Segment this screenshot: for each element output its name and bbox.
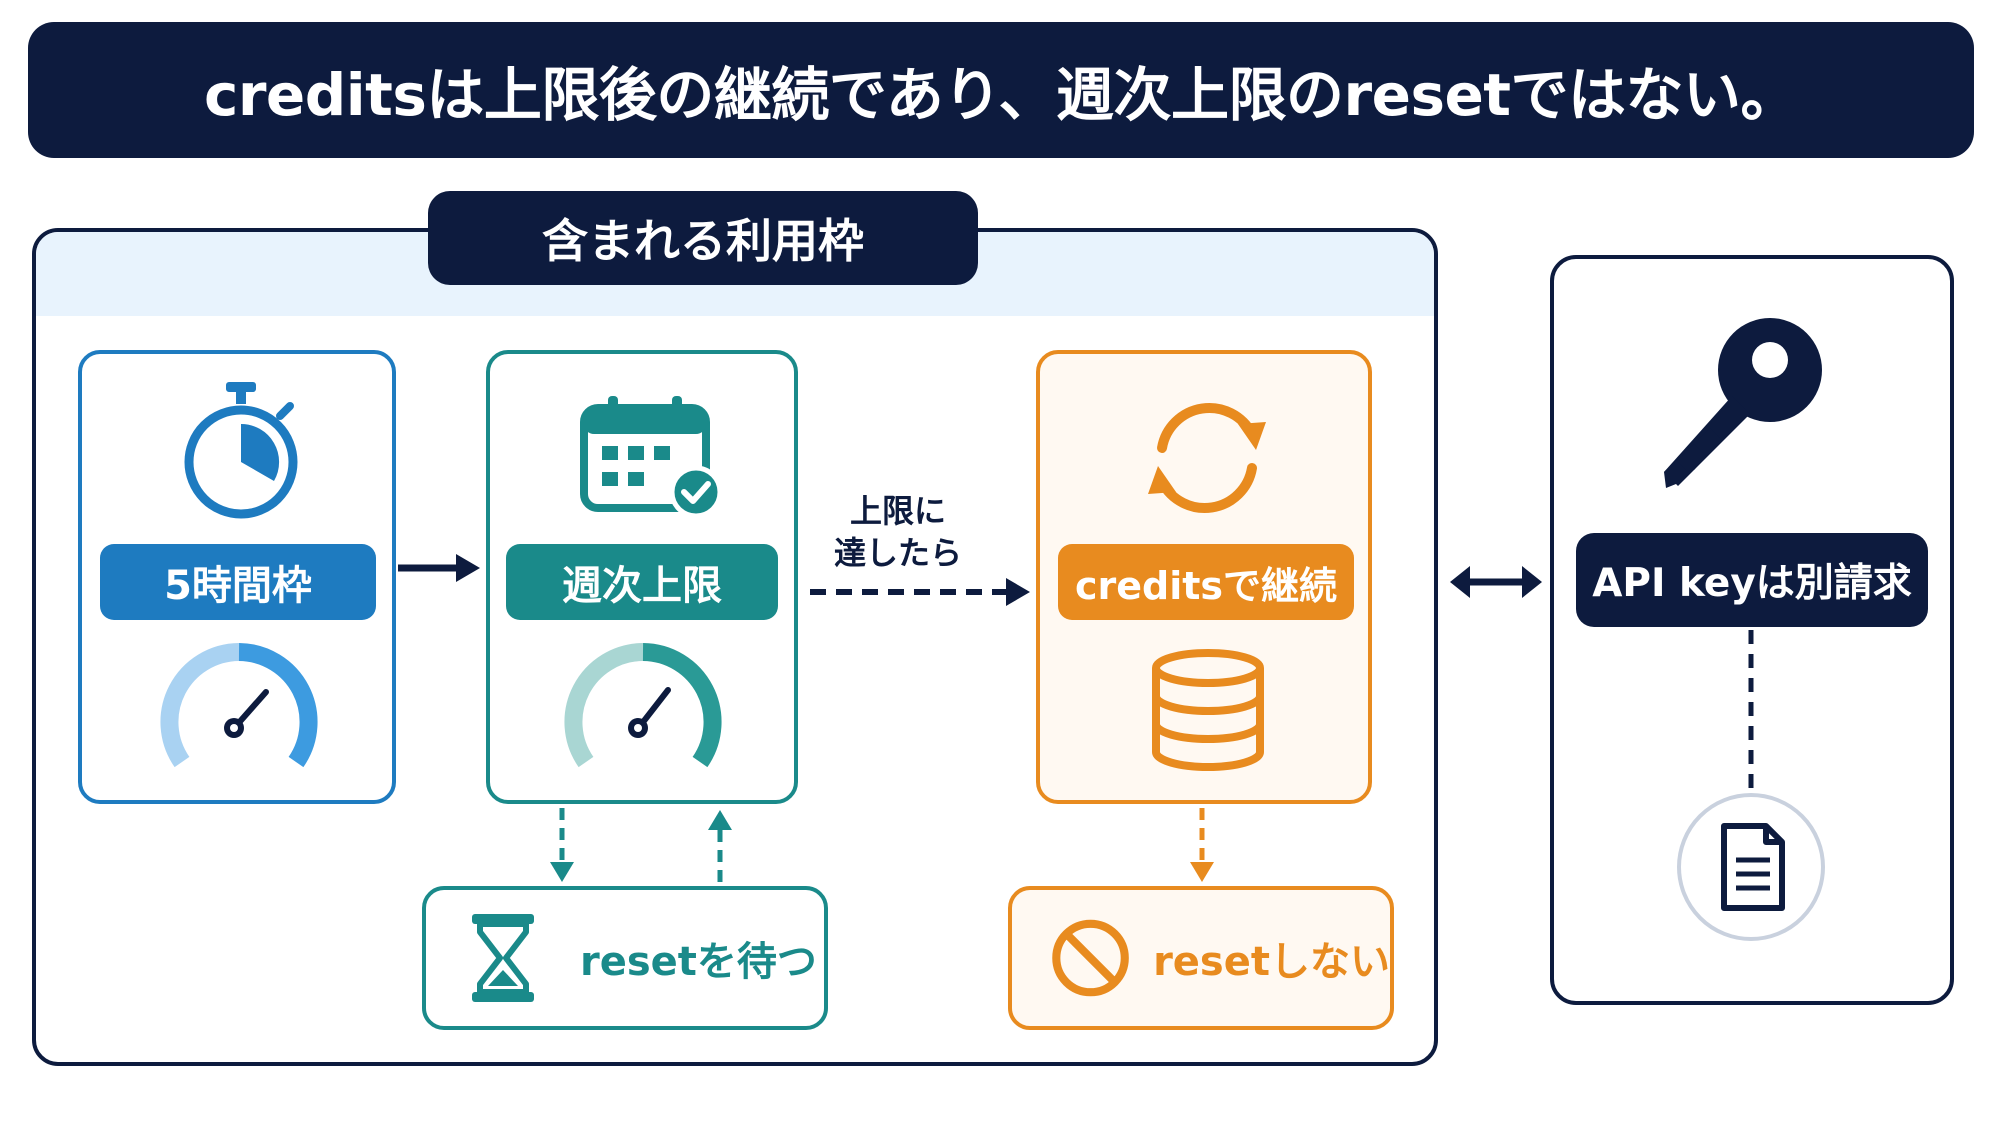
stopwatch-icon bbox=[184, 382, 298, 519]
weekly-limit-label: 週次上限 bbox=[562, 563, 722, 609]
arrow-right-icon bbox=[398, 554, 480, 582]
prohibited-icon bbox=[1052, 919, 1129, 997]
wait-for-reset-label: resetを待つ bbox=[580, 939, 817, 985]
no-reset-label: resetしない bbox=[1153, 939, 1390, 985]
credits-continuation-label: creditsで継続 bbox=[1074, 563, 1338, 608]
refresh-cycle-icon bbox=[1148, 403, 1266, 513]
coin-stack-icon bbox=[1152, 649, 1264, 771]
credits-continuation-card: creditsで継続 bbox=[1036, 350, 1372, 804]
dashed-arrow-down-icon bbox=[550, 808, 574, 882]
hourglass-icon bbox=[472, 914, 534, 1002]
double-arrow-icon bbox=[1450, 566, 1542, 598]
wait-for-reset-box: resetを待つ bbox=[422, 886, 828, 1030]
five-hour-window-pill: 5時間枠 bbox=[100, 544, 376, 620]
no-reset-box: resetしない bbox=[1008, 886, 1394, 1030]
weekly-limit-card: 週次上限 bbox=[486, 350, 798, 804]
title-banner: creditsは上限後の継続であり、週次上限のresetではない。 bbox=[28, 22, 1974, 158]
five-hour-window-label: 5時間枠 bbox=[164, 563, 312, 609]
five-hour-window-card: 5時間枠 bbox=[78, 350, 396, 804]
dashed-connector-line bbox=[1748, 630, 1754, 788]
credits-continuation-pill: creditsで継続 bbox=[1058, 544, 1354, 620]
key-icon bbox=[1664, 318, 1822, 488]
connector-note: 上限に 達したら bbox=[818, 490, 978, 574]
dashed-arrow-right-icon bbox=[810, 578, 1030, 606]
api-key-label: API keyは別請求 bbox=[1592, 561, 1912, 606]
document-icon bbox=[1677, 793, 1825, 941]
included-usage-label-text: 含まれる利用枠 bbox=[542, 214, 864, 268]
gauge-icon bbox=[160, 643, 318, 768]
weekly-limit-pill: 週次上限 bbox=[506, 544, 778, 620]
page-title: creditsは上限後の継続であり、週次上限のresetではない。 bbox=[203, 61, 1799, 129]
connector-note-line1: 上限に bbox=[849, 492, 946, 530]
connector-note-line2: 達したら bbox=[833, 534, 962, 572]
gauge-icon bbox=[564, 643, 722, 768]
api-key-pill: API keyは別請求 bbox=[1576, 533, 1928, 627]
included-usage-label: 含まれる利用枠 bbox=[428, 191, 978, 285]
dashed-arrow-up-icon bbox=[708, 810, 732, 886]
dashed-arrow-down-icon bbox=[1190, 808, 1214, 882]
calendar-check-icon bbox=[580, 396, 723, 519]
